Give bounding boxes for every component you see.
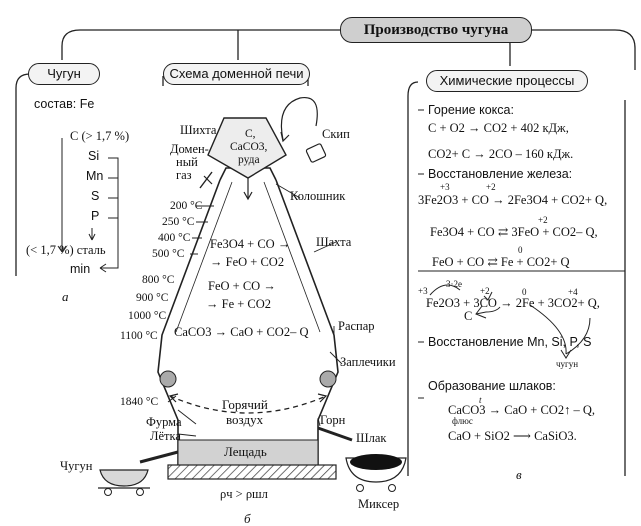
coke-reaction-1: C + O2 → CO2 + 402 кДж, (428, 121, 569, 135)
skip-rail (280, 96, 318, 141)
min-label: min (70, 262, 91, 276)
hearth-label: Горн (320, 413, 346, 427)
branch-left-line (61, 29, 340, 60)
caption-a: а (62, 289, 69, 304)
electron-arc (429, 284, 461, 296)
right-frame (407, 81, 419, 476)
bosh-label: Заплечики (340, 355, 396, 369)
steel-content: (< 1,7 %) сталь (26, 243, 106, 257)
flux-label: флюс (452, 416, 473, 426)
shaft-label: Шахта (316, 235, 352, 249)
molten-iron (177, 439, 319, 466)
coke-reaction-2: CO2+ C → 2CO – 160 кДж. (428, 147, 574, 161)
slag-reaction-1: CaCO3 → CaO + CO2↑ – Q, (448, 403, 595, 417)
slag-label: Шлак (356, 431, 387, 445)
caption-b: б (244, 511, 251, 526)
charge-hopper (207, 117, 287, 179)
slag-reaction-2: CaO + SiO2 ⟶ CaSiO3. (448, 429, 577, 443)
ox-c: +2 (538, 215, 548, 225)
coke-title: Горение кокса: (428, 103, 514, 117)
t-label: t (479, 395, 482, 405)
furnace-reaction-5: CaCO3 → CaO + CO2– Q (174, 325, 309, 339)
pig-iron-label: чугун (556, 359, 579, 369)
element-p: P (91, 209, 100, 223)
temp-250: 250 °C (162, 216, 195, 228)
furnace-outline (157, 167, 339, 465)
chem-header: Химические процессы (426, 70, 588, 92)
ox-e: 0 (518, 245, 523, 255)
ox-fe0: 0 (522, 287, 527, 297)
hopper-c: C, (245, 128, 256, 140)
temp-1840: 1840 °C (120, 396, 159, 408)
taphole-label: Лётка (150, 429, 181, 443)
gas-outlet (199, 171, 213, 189)
ox-fe3: +3 (418, 286, 428, 296)
slag-title: Образование шлаков: (428, 379, 556, 393)
slag-spout (317, 426, 353, 442)
gas-label-3: газ (176, 168, 192, 182)
temp-1100: 1100 °C (120, 330, 158, 342)
element-mn: Mn (86, 169, 104, 183)
bosh-top-label: Распар (338, 319, 375, 333)
temp-800: 800 °C (142, 274, 175, 286)
page-title: Производство чугуна (340, 17, 532, 43)
left-frame (15, 73, 31, 276)
electron-label: 3·2e (446, 279, 462, 289)
tuyere-label: Фурма (146, 415, 182, 429)
ox-a: +3 (440, 182, 450, 192)
branch-right-line (530, 29, 636, 70)
reduction-reaction-2: Fe3O4 + CO ⇄ 3FeO + CO2– Q, (430, 225, 598, 239)
ox-c2: +2 (480, 286, 490, 296)
element-s: S (91, 189, 100, 203)
iron-header: Чугун (28, 63, 100, 85)
skip-label: Скип (322, 127, 350, 141)
redox-reaction: Fe2O3 + 3CO → 2Fe + 3CO2+ Q, (426, 296, 600, 310)
iron-spout (139, 450, 179, 464)
caption-v: в (516, 467, 522, 482)
furnace-reaction-2: → FeO + CO2 (210, 255, 285, 269)
furnace-reaction-3: FeO + CO → (208, 279, 276, 293)
furnace-header: Схема доменной печи (163, 63, 310, 85)
tuyere-right (319, 370, 337, 388)
charge-label: Шихта (180, 123, 217, 137)
throat-label: Колошник (290, 189, 346, 203)
ox-c4: +4 (568, 287, 578, 297)
tuyere-left (159, 370, 177, 388)
element-si: Si (88, 149, 100, 163)
iron-composition: состав: Fe (34, 97, 95, 111)
hopper-ore: руда (238, 154, 260, 166)
furnace-reaction-1: Fe3O4 + CO → (210, 237, 291, 251)
hot-air-label-2: воздух (226, 412, 264, 427)
redox-carbon: C (464, 309, 473, 323)
temp-400: 400 °C (158, 232, 191, 244)
reduction-reaction-1: 3Fe2O3 + CO → 2Fe3O4 + CO2+ Q, (418, 193, 608, 207)
temp-200: 200 °C (170, 200, 203, 212)
gas-label-1: Домен- (170, 142, 209, 156)
hopper-caco3: CaCO3, (230, 141, 268, 153)
furnace-reaction-4: → Fe + CO2 (206, 297, 272, 311)
gas-label-2: ный (176, 155, 198, 169)
bottom-label: Лещадь (224, 444, 267, 459)
hot-air-label-1: Горячий (222, 397, 268, 412)
iron-ladle (99, 469, 149, 487)
hearth-bottom (167, 464, 337, 480)
ox-b: +2 (486, 182, 496, 192)
reduction-reaction-3: FeO + CO ⇄ Fe + CO2+ Q (432, 255, 570, 269)
temp-900: 900 °C (136, 292, 169, 304)
skip-bucket (305, 143, 327, 163)
temp-1000: 1000 °C (128, 310, 167, 322)
temp-500: 500 °C (152, 248, 185, 260)
mixer-label: Миксер (358, 497, 400, 511)
hot-air-arc (169, 395, 327, 414)
reduction-title: Восстановление железа: (428, 167, 573, 181)
other-reduction: Восстановление Mn, Si, P, S (428, 335, 592, 349)
iron-output-label: Чугун (60, 459, 93, 473)
slag-lump (350, 454, 402, 470)
carbon-content: C (> 1,7 %) (70, 129, 130, 143)
density-relation: ρч > ρшл (220, 487, 268, 501)
